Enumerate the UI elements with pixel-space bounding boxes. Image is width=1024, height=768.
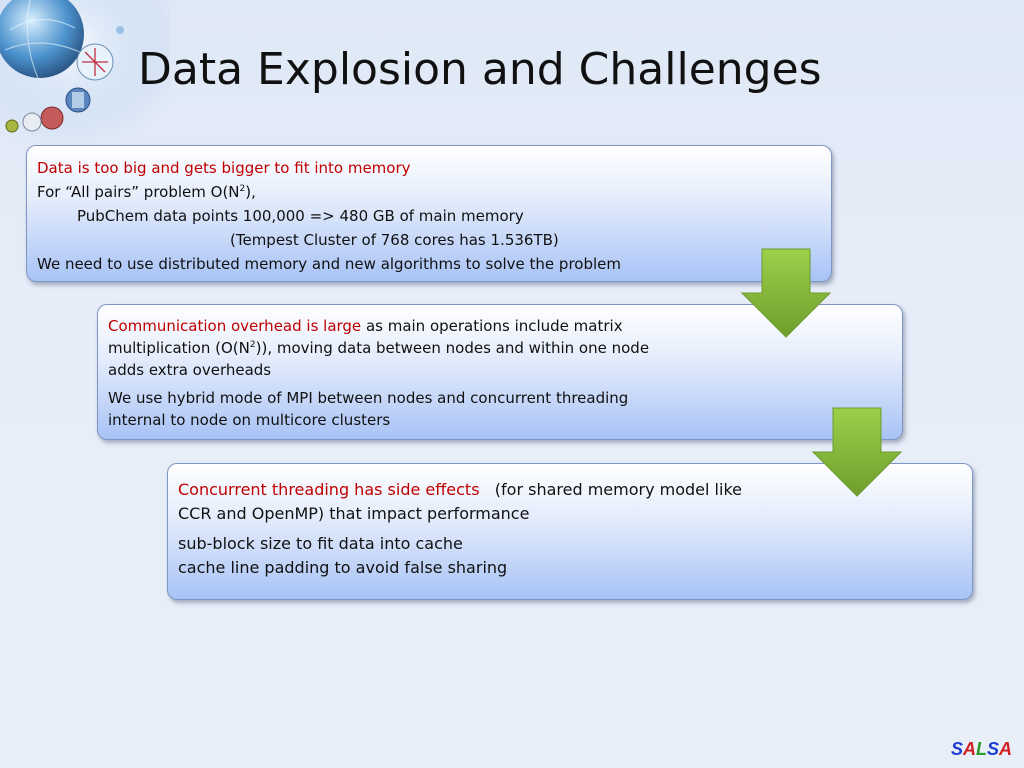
sub-block-line: sub-block size to fit data into cache (178, 534, 463, 553)
distributed-memory-line: We need to use distributed memory and ne… (37, 255, 621, 273)
salsa-logo-letter: S (986, 739, 999, 759)
down-arrow-icon (740, 248, 832, 338)
communication-line-2: multiplication (O(N2)), moving data betw… (108, 337, 892, 359)
all-pairs-text: For “All pairs” problem O(N (37, 183, 240, 201)
all-pairs-line: For “All pairs” problem O(N2), (37, 180, 821, 204)
threading-challenge-heading: Concurrent threading has side effects (178, 480, 480, 499)
tempest-line: (Tempest Cluster of 768 cores has 1.536T… (230, 231, 559, 249)
threading-challenge-box: Concurrent threading has side effects (f… (167, 463, 973, 600)
communication-line-2-post: )), moving data between nodes and within… (255, 339, 650, 357)
communication-line-1-rest: as main operations include matrix (361, 317, 623, 335)
memory-challenge-heading: Data is too big and gets bigger to fit i… (37, 159, 411, 177)
pubchem-line: PubChem data points 100,000 => 480 GB of… (77, 207, 524, 225)
communication-challenge-heading: Communication overhead is large (108, 317, 362, 335)
all-pairs-text-end: ), (245, 183, 256, 201)
cache-padding-line: cache line padding to avoid false sharin… (178, 558, 508, 577)
communication-challenge-box: Communication overhead is large as main … (97, 304, 903, 440)
threading-line-1: Concurrent threading has side effects (f… (178, 478, 962, 502)
threading-line-2: CCR and OpenMP) that impact performance (178, 504, 530, 523)
hybrid-mode-line-1: We use hybrid mode of MPI between nodes … (108, 389, 629, 407)
communication-line-3: adds extra overheads (108, 361, 272, 379)
salsa-logo-letter: L (975, 739, 987, 759)
salsa-logo-letter: A (999, 739, 1012, 759)
down-arrow-icon (811, 407, 903, 497)
exponent: 2 (249, 340, 256, 350)
communication-line-2-pre: multiplication (O(N (108, 339, 250, 357)
memory-challenge-box: Data is too big and gets bigger to fit i… (26, 145, 832, 282)
decorative-globe-art (0, 0, 170, 150)
salsa-logo: SALSA (951, 739, 1012, 760)
threading-line-1-rest: (for shared memory model like (479, 480, 742, 499)
communication-line-1: Communication overhead is large as main … (108, 315, 892, 337)
exponent: 2 (239, 184, 246, 194)
salsa-logo-letter: S (950, 739, 963, 759)
slide-title: Data Explosion and Challenges (138, 44, 822, 95)
salsa-logo-letter: A (962, 739, 976, 759)
hybrid-mode-line-2: internal to node on multicore clusters (108, 411, 391, 429)
